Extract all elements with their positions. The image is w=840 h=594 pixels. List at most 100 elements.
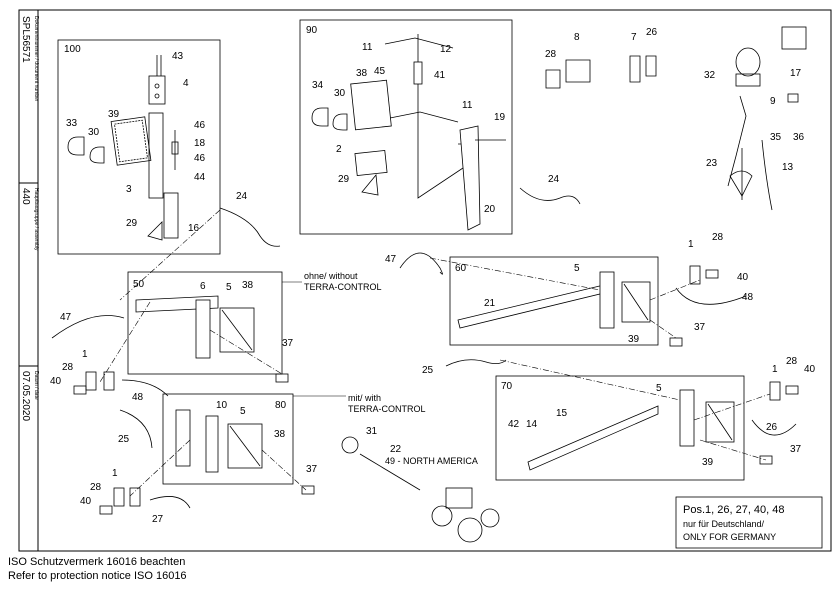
group-box-80	[162, 393, 294, 485]
callout: 5	[226, 282, 232, 293]
callout: 10	[216, 400, 228, 411]
group-label-100: 100	[64, 44, 81, 55]
callout: 22	[390, 444, 402, 455]
callout: 29	[126, 218, 138, 229]
group-label-80: 80	[275, 400, 287, 411]
callout: 40	[737, 272, 749, 283]
callout: 2	[336, 144, 342, 155]
callout: 7	[631, 32, 637, 43]
callout: 1	[772, 364, 778, 375]
note-with-terra: TERRA-CONTROL	[348, 404, 426, 414]
callout: 38	[274, 429, 286, 440]
callout: 21	[484, 298, 496, 309]
callout: 47	[385, 254, 397, 265]
callout: 37	[306, 464, 318, 475]
callout: 24	[548, 174, 560, 185]
callout: 37	[790, 444, 802, 455]
note-without-terra: TERRA-CONTROL	[304, 282, 382, 292]
callout: 15	[556, 408, 568, 419]
sidebar-assembly-group: 440	[20, 188, 31, 205]
germany-english-text: ONLY FOR GERMANY	[683, 532, 776, 542]
callout: 1	[82, 349, 88, 360]
callout: 25	[118, 434, 130, 445]
group-label-60: 60	[455, 263, 467, 274]
callout: 17	[790, 68, 802, 79]
callout: 36	[793, 132, 805, 143]
callout: 9	[770, 96, 776, 107]
footer-line-english: Refer to protection notice ISO 16016	[8, 570, 187, 582]
callout: 4	[183, 78, 189, 89]
callout: 5	[240, 406, 246, 417]
sidebar-date-label: Datum / date	[33, 371, 39, 400]
sidebar-document-number: SPL56571	[20, 16, 31, 63]
callout: 28	[712, 232, 724, 243]
callout: 23	[706, 158, 718, 169]
drawing-frame	[18, 9, 832, 552]
callout: 11	[462, 100, 473, 111]
callout: 24	[236, 191, 248, 202]
callout: 41	[434, 70, 446, 81]
svg-text:SPL56571: SPL56571	[20, 16, 31, 63]
germany-positions: Pos.1, 26, 27, 40, 48	[683, 504, 785, 516]
callout: 39	[628, 334, 640, 345]
callout: 18	[194, 138, 206, 149]
callout: 48	[132, 392, 144, 403]
callout: 26	[646, 27, 658, 38]
note-with: mit/ with	[348, 393, 381, 403]
germany-box	[675, 496, 823, 549]
callout: 1	[688, 239, 694, 250]
group-box-60	[449, 256, 659, 346]
callout: 8	[574, 32, 580, 43]
callout: 45	[374, 66, 386, 77]
sidebar-assembly-label: Hauptbaugruppe / assembly	[33, 188, 39, 251]
group-box-100	[57, 39, 221, 255]
callout: 16	[188, 223, 200, 234]
callout: 25	[422, 365, 434, 376]
callout: 35	[770, 132, 782, 143]
callout: 43	[172, 51, 184, 62]
callout: 47	[60, 312, 72, 323]
callout: 31	[366, 426, 378, 437]
note-without: ohne/ without	[304, 271, 358, 281]
group-label-70: 70	[501, 381, 513, 392]
callout: 3	[126, 184, 132, 195]
callout: 34	[312, 80, 324, 91]
callout: 39	[702, 457, 714, 468]
callout: 46	[194, 120, 206, 131]
svg-text:440: 440	[20, 188, 31, 205]
callout: 33	[66, 118, 78, 129]
callout: 39	[108, 109, 120, 120]
germany-german-text: nur für Deutschland/	[683, 519, 765, 529]
callout: 19	[494, 112, 506, 123]
callout: 40	[50, 376, 62, 387]
callout: 5	[574, 263, 580, 274]
callout: 37	[282, 338, 294, 349]
callout: 42	[508, 419, 520, 430]
callout: 5	[656, 383, 662, 394]
group-label-50: 50	[133, 279, 145, 290]
callout: 38	[356, 68, 368, 79]
callout: 28	[90, 482, 102, 493]
callout: 30	[334, 88, 346, 99]
callout: 40	[804, 364, 816, 375]
group-label-90: 90	[306, 25, 318, 36]
callout: 40	[80, 496, 92, 507]
callout: 30	[88, 127, 100, 138]
callout: 11	[362, 42, 373, 53]
note-north-america: 49 - NORTH AMERICA	[385, 456, 478, 466]
group-box-50	[127, 271, 283, 375]
svg-text:07.05.2020: 07.05.2020	[20, 371, 31, 421]
callouts: 43 4 39 33 30 46 18 46 44 3 24 29 16 11 …	[50, 27, 816, 525]
callout: 28	[786, 356, 798, 367]
part-drawings	[51, 26, 807, 543]
callout: 14	[526, 419, 538, 430]
callout: 28	[62, 362, 74, 373]
group-box-70	[495, 375, 745, 481]
callout: 32	[704, 70, 716, 81]
callout: 38	[242, 280, 254, 291]
callout: 46	[194, 153, 206, 164]
callout: 29	[338, 174, 350, 185]
sidebar-document-label: Dokumentnummer / document number	[33, 16, 39, 102]
callout: 1	[112, 468, 118, 479]
